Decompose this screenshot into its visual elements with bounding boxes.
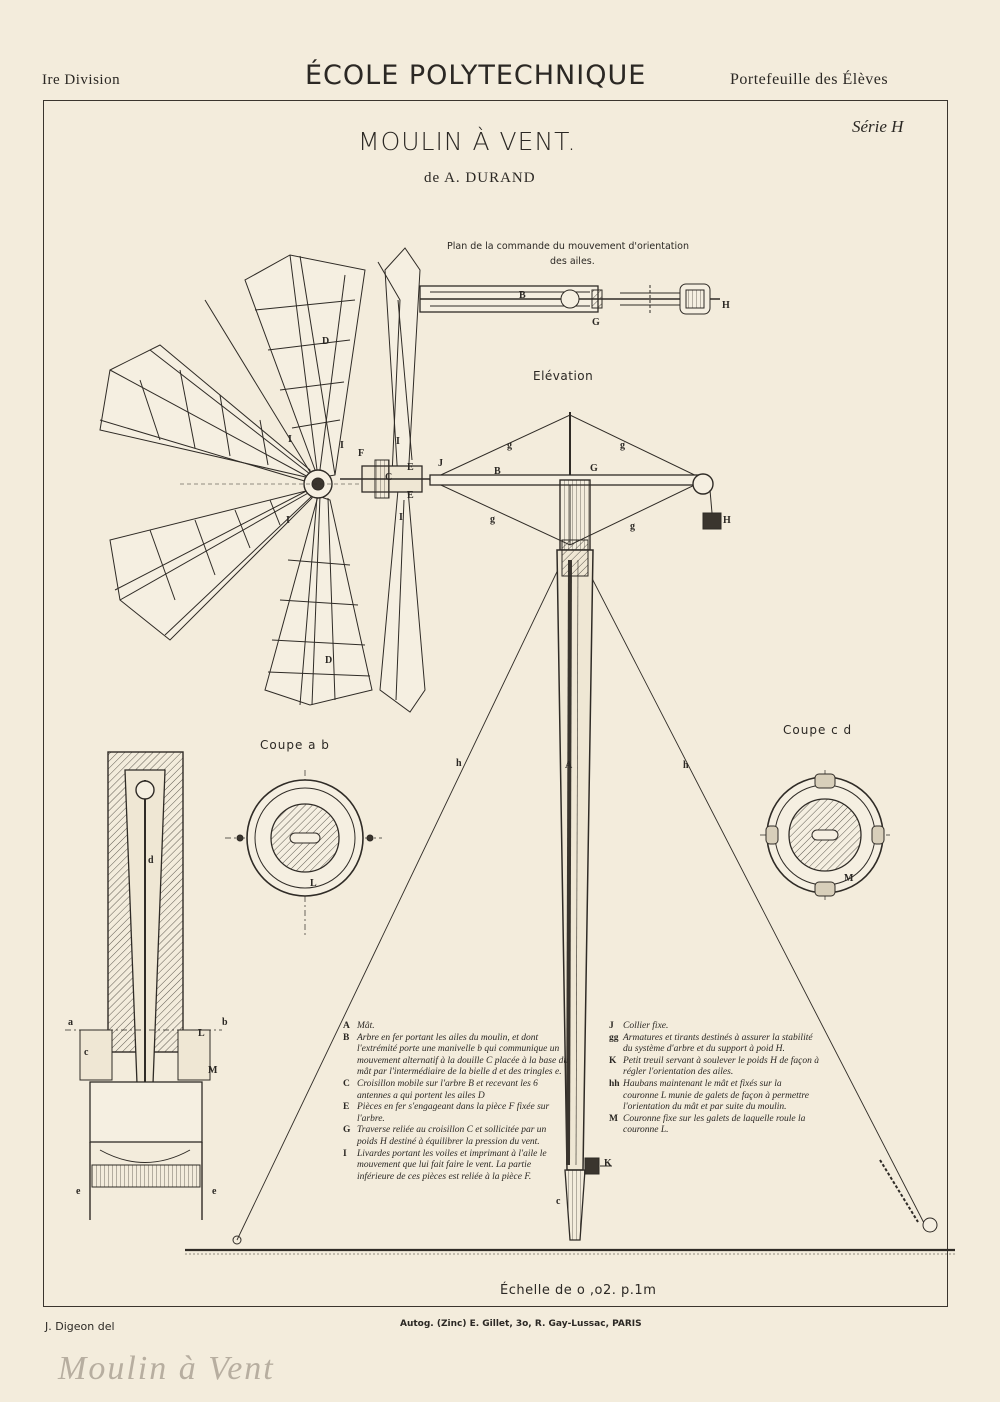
label-A: A: [565, 760, 573, 771]
label-I-5: I: [399, 512, 403, 523]
label-G-plan: G: [592, 317, 600, 328]
label-H-plan: H: [722, 300, 730, 311]
portfolio-label: Portefeuille des Élèves: [730, 71, 889, 88]
plan-caption-line2: des ailes.: [550, 256, 595, 267]
label-g-1: g: [507, 440, 512, 451]
label-I-4: I: [396, 436, 400, 447]
plate-author: de A. DURAND: [424, 170, 536, 186]
school-title: ÉCOLE POLYTECHNIQUE: [305, 60, 647, 91]
label-C: C: [385, 472, 393, 483]
label-c-elev: c: [556, 1196, 561, 1207]
series-label: Série H: [852, 117, 904, 136]
label-a: a: [68, 1017, 73, 1028]
label-h-right: h: [683, 760, 689, 771]
sail-wheel-side: [340, 247, 460, 713]
label-g-3: g: [490, 514, 495, 525]
plate-frame: [43, 100, 948, 1307]
label-D-upper: D: [322, 336, 330, 347]
scale-label: Échelle de o ,o2. p.1m: [500, 1283, 657, 1298]
mast-base-detail: [65, 751, 222, 1220]
label-d: d: [148, 855, 154, 866]
printer-credit: Autog. (Zinc) E. Gillet, 3o, R. Gay-Luss…: [400, 1319, 642, 1329]
label-E-1: E: [407, 462, 414, 473]
coupe-cd-caption: Coupe c d: [783, 723, 853, 737]
label-I-3: I: [286, 515, 290, 526]
label-K: K: [604, 1158, 612, 1169]
label-M-section: M: [844, 873, 854, 884]
label-B-elev: B: [494, 466, 501, 477]
sail-wheel-front: [99, 254, 373, 706]
label-J: J: [438, 458, 443, 469]
plan-caption-line1: Plan de la commande du mouvement d'orien…: [447, 241, 689, 252]
label-e-left: e: [76, 1186, 81, 1197]
label-M-detail: M: [208, 1065, 218, 1076]
plate-title: MOULIN À VENT.: [358, 127, 577, 156]
section-cd: [760, 770, 890, 900]
elevation-caption: Elévation: [533, 369, 594, 383]
label-D-lower: D: [325, 655, 333, 666]
label-b: b: [222, 1017, 228, 1028]
orientation-plan: [419, 283, 720, 315]
label-e-right: e: [212, 1186, 217, 1197]
label-L: L: [310, 878, 317, 889]
label-E-2: E: [407, 490, 414, 501]
draftsman-credit: J. Digeon del: [45, 1320, 115, 1333]
label-L-detail: L: [198, 1028, 205, 1039]
label-G-elev: G: [590, 463, 598, 474]
label-I-2: I: [340, 440, 344, 451]
label-H-elev: H: [723, 515, 731, 526]
section-ab: [225, 770, 382, 935]
label-F: F: [358, 448, 365, 459]
mast-elevation: [185, 412, 955, 1255]
handwritten-note: Moulin à Vent: [58, 1350, 275, 1387]
label-g-2: g: [620, 440, 625, 451]
label-I-1: I: [288, 434, 292, 445]
label-B-plan: B: [519, 290, 526, 301]
label-g-4: g: [630, 521, 635, 532]
division-label: Ire Division: [42, 72, 121, 88]
coupe-ab-caption: Coupe a b: [260, 738, 330, 752]
label-h-left: h: [456, 758, 462, 769]
label-c-detail: c: [84, 1047, 89, 1058]
